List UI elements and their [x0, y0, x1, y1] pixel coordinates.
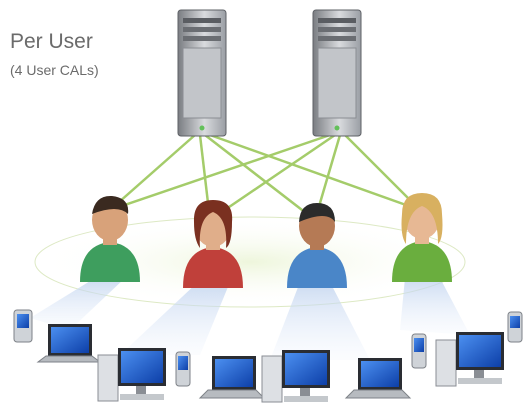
beam-user-3 — [270, 282, 370, 360]
beam-user-1 — [30, 278, 125, 330]
laptop-icon — [198, 356, 266, 399]
user-3-icon — [287, 203, 347, 288]
laptop-icon — [36, 324, 102, 363]
mobile-phone-icon — [411, 333, 427, 369]
mobile-phone-icon — [507, 311, 523, 343]
user-4-icon — [392, 193, 452, 282]
server-2-icon — [312, 9, 362, 137]
server-1-icon — [177, 9, 227, 137]
laptop-icon — [344, 358, 412, 399]
beam-user-4 — [400, 278, 470, 335]
desktop-computer-icon — [261, 350, 330, 403]
desktop-computer-icon — [435, 332, 504, 387]
diagram-title: Per User — [10, 30, 93, 53]
user-group-ellipse — [34, 216, 466, 308]
device-beams — [30, 278, 470, 360]
mobile-phone-icon — [175, 351, 191, 387]
mobile-phone-icon — [13, 309, 33, 343]
user-1-icon — [80, 195, 140, 282]
connection-lines — [109, 133, 421, 222]
user-2-icon — [183, 200, 243, 288]
desktop-computer-icon — [97, 348, 166, 402]
diagram-subtitle: (4 User CALs) — [10, 62, 99, 78]
beam-user-2 — [120, 282, 230, 355]
